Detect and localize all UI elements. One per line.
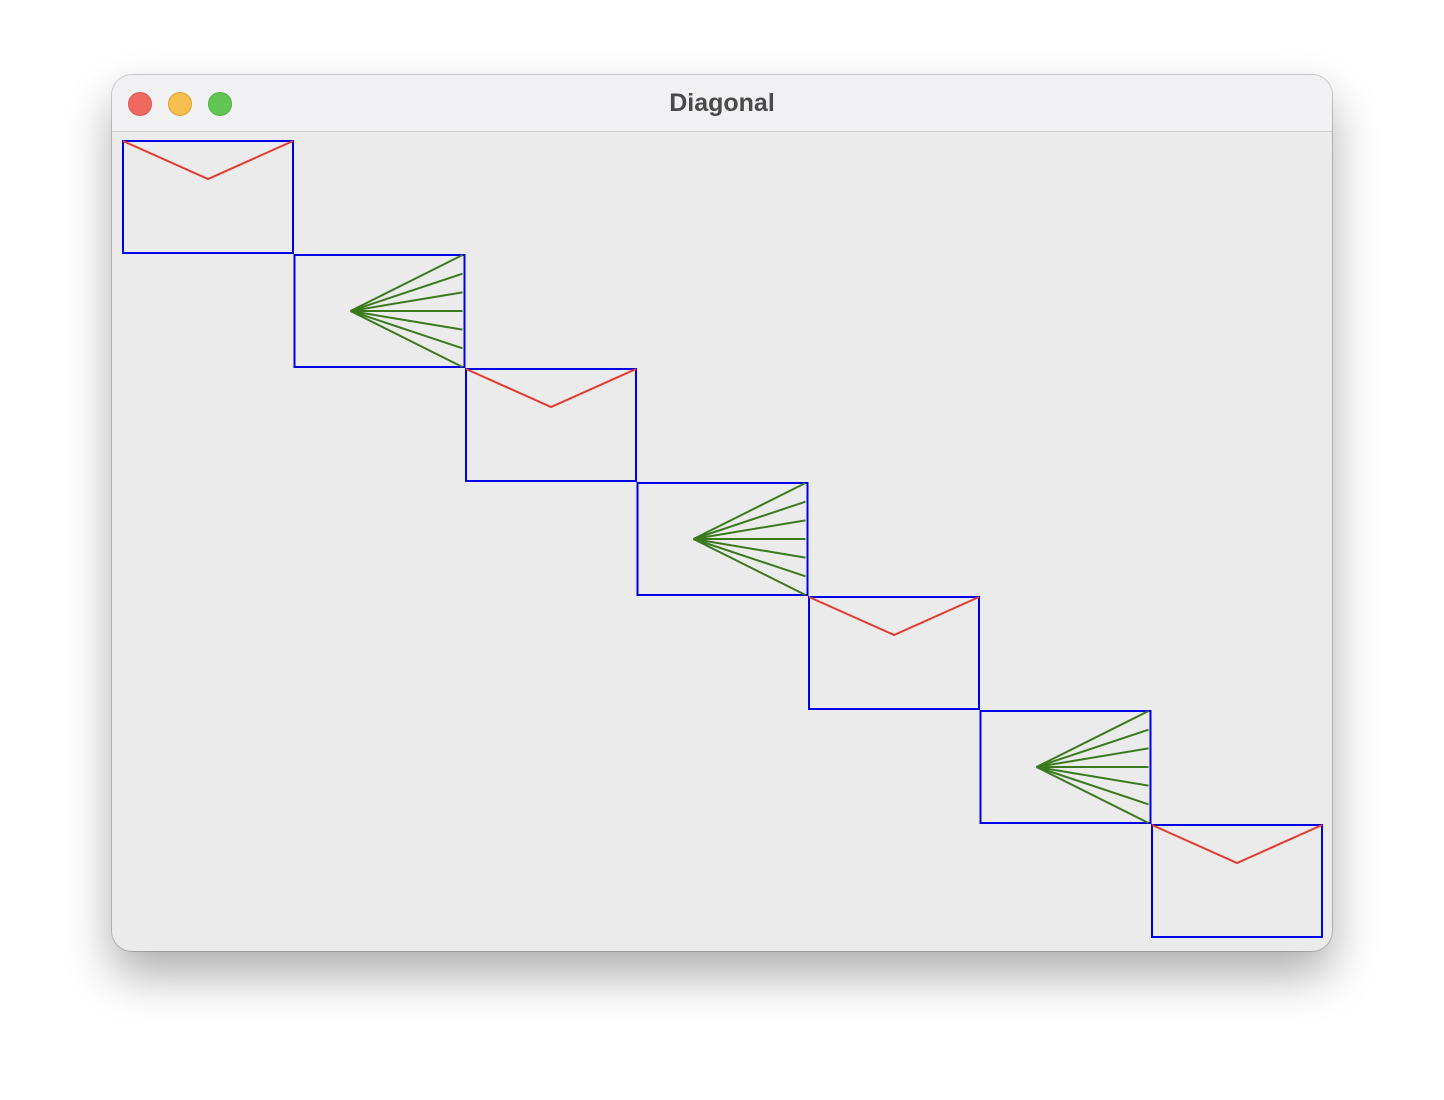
envelope-flap (808, 596, 980, 637)
panel-4 (636, 482, 809, 596)
app-window: Diagonal (112, 75, 1332, 951)
envelope-flap (465, 368, 637, 409)
fan-ray (1036, 728, 1149, 768)
fan-ray (693, 538, 806, 559)
panel-border (636, 482, 809, 596)
fan-ray (350, 272, 463, 312)
fan-ray (693, 482, 806, 540)
panel-2 (293, 254, 466, 368)
panel-border (465, 368, 637, 482)
fan-ray (350, 310, 463, 350)
zoom-button[interactable] (208, 92, 232, 116)
fan-ray (1036, 766, 1149, 824)
fan-ray (1036, 747, 1149, 768)
drawing-canvas (122, 140, 1323, 938)
fan-ray (693, 519, 806, 540)
fan-ray (1036, 766, 1149, 806)
panel-border (808, 596, 980, 710)
fan-ray (693, 500, 806, 540)
fan-ray (1036, 710, 1149, 768)
panel-6 (979, 710, 1152, 824)
fan-ray (350, 254, 463, 312)
panel-3 (465, 368, 637, 482)
fan-ray (350, 310, 463, 331)
fan-ray (693, 538, 806, 578)
panel-border (979, 710, 1152, 824)
window-title: Diagonal (669, 89, 775, 117)
close-button[interactable] (128, 92, 152, 116)
envelope-flap (1151, 824, 1323, 865)
panel-1 (122, 140, 294, 254)
panel-7 (1151, 824, 1323, 938)
envelope-flap (122, 140, 294, 181)
fan-ray (350, 310, 463, 368)
fan-ray (350, 291, 463, 312)
panel-border (293, 254, 466, 368)
panel-border (122, 140, 294, 254)
panel-border (1151, 824, 1323, 938)
panel-5 (808, 596, 980, 710)
title-bar[interactable]: Diagonal (112, 75, 1332, 132)
fan-ray (1036, 766, 1149, 787)
fan-ray (693, 538, 806, 596)
minimize-button[interactable] (168, 92, 192, 116)
